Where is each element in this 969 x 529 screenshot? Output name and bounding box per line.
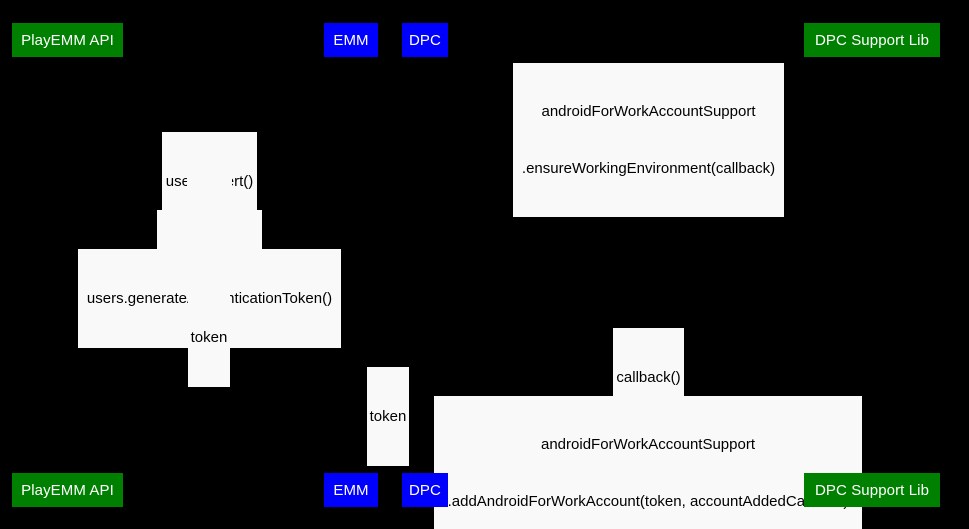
message-label-token-to-dpc: token [367,367,409,466]
participant-footer-emm-label: EMM [333,481,369,499]
participant-footer-emm[interactable]: EMM [324,473,378,507]
message-label-ensure-working-environment-line1: androidForWorkAccountSupport [541,103,756,120]
participant-footer-playemm-api-label: PlayEMM API [21,481,114,499]
message-label-ensure-working-environment-line2: .ensureWorkingEnvironment(callback) [521,160,776,177]
lifeline-dpc-support-lib [871,57,872,473]
participant-header-emm[interactable]: EMM [324,23,378,57]
participant-footer-playemm-api[interactable]: PlayEMM API [12,473,123,507]
participant-header-emm-label: EMM [333,31,369,49]
participant-footer-dpc[interactable]: DPC [402,473,448,507]
participant-header-dpc[interactable]: DPC [402,23,448,57]
participant-header-playemm-api-label: PlayEMM API [21,31,114,49]
participant-header-dpc-label: DPC [409,31,441,49]
message-label-ensure-working-environment: androidForWorkAccountSupport .ensureWork… [513,63,784,217]
message-label-add-android-for-work-account-line2: .addAndroidForWorkAccount(token, account… [447,493,849,510]
participant-header-dpc-support-lib[interactable]: DPC Support Lib [804,23,940,57]
participant-header-dpc-support-lib-label: DPC Support Lib [814,31,930,49]
message-label-token-to-emm: token [188,288,230,387]
message-label-token-to-emm-line1: token [190,329,228,346]
participant-header-playemm-api[interactable]: PlayEMM API [12,23,123,57]
lifeline-emm [350,57,351,473]
participant-footer-dpc-label: DPC [409,481,441,499]
message-label-add-android-for-work-account-line1: androidForWorkAccountSupport [541,436,755,453]
message-label-callback-line1: callback() [616,369,681,386]
message-label-token-to-dpc-line1: token [369,408,407,425]
lifeline-playemm-api [67,57,68,473]
participant-footer-dpc-support-lib[interactable]: DPC Support Lib [804,473,940,507]
participant-footer-dpc-support-lib-label: DPC Support Lib [814,481,930,499]
message-label-add-android-for-work-account: androidForWorkAccountSupport .addAndroid… [434,396,862,529]
lifeline-dpc [424,57,425,473]
